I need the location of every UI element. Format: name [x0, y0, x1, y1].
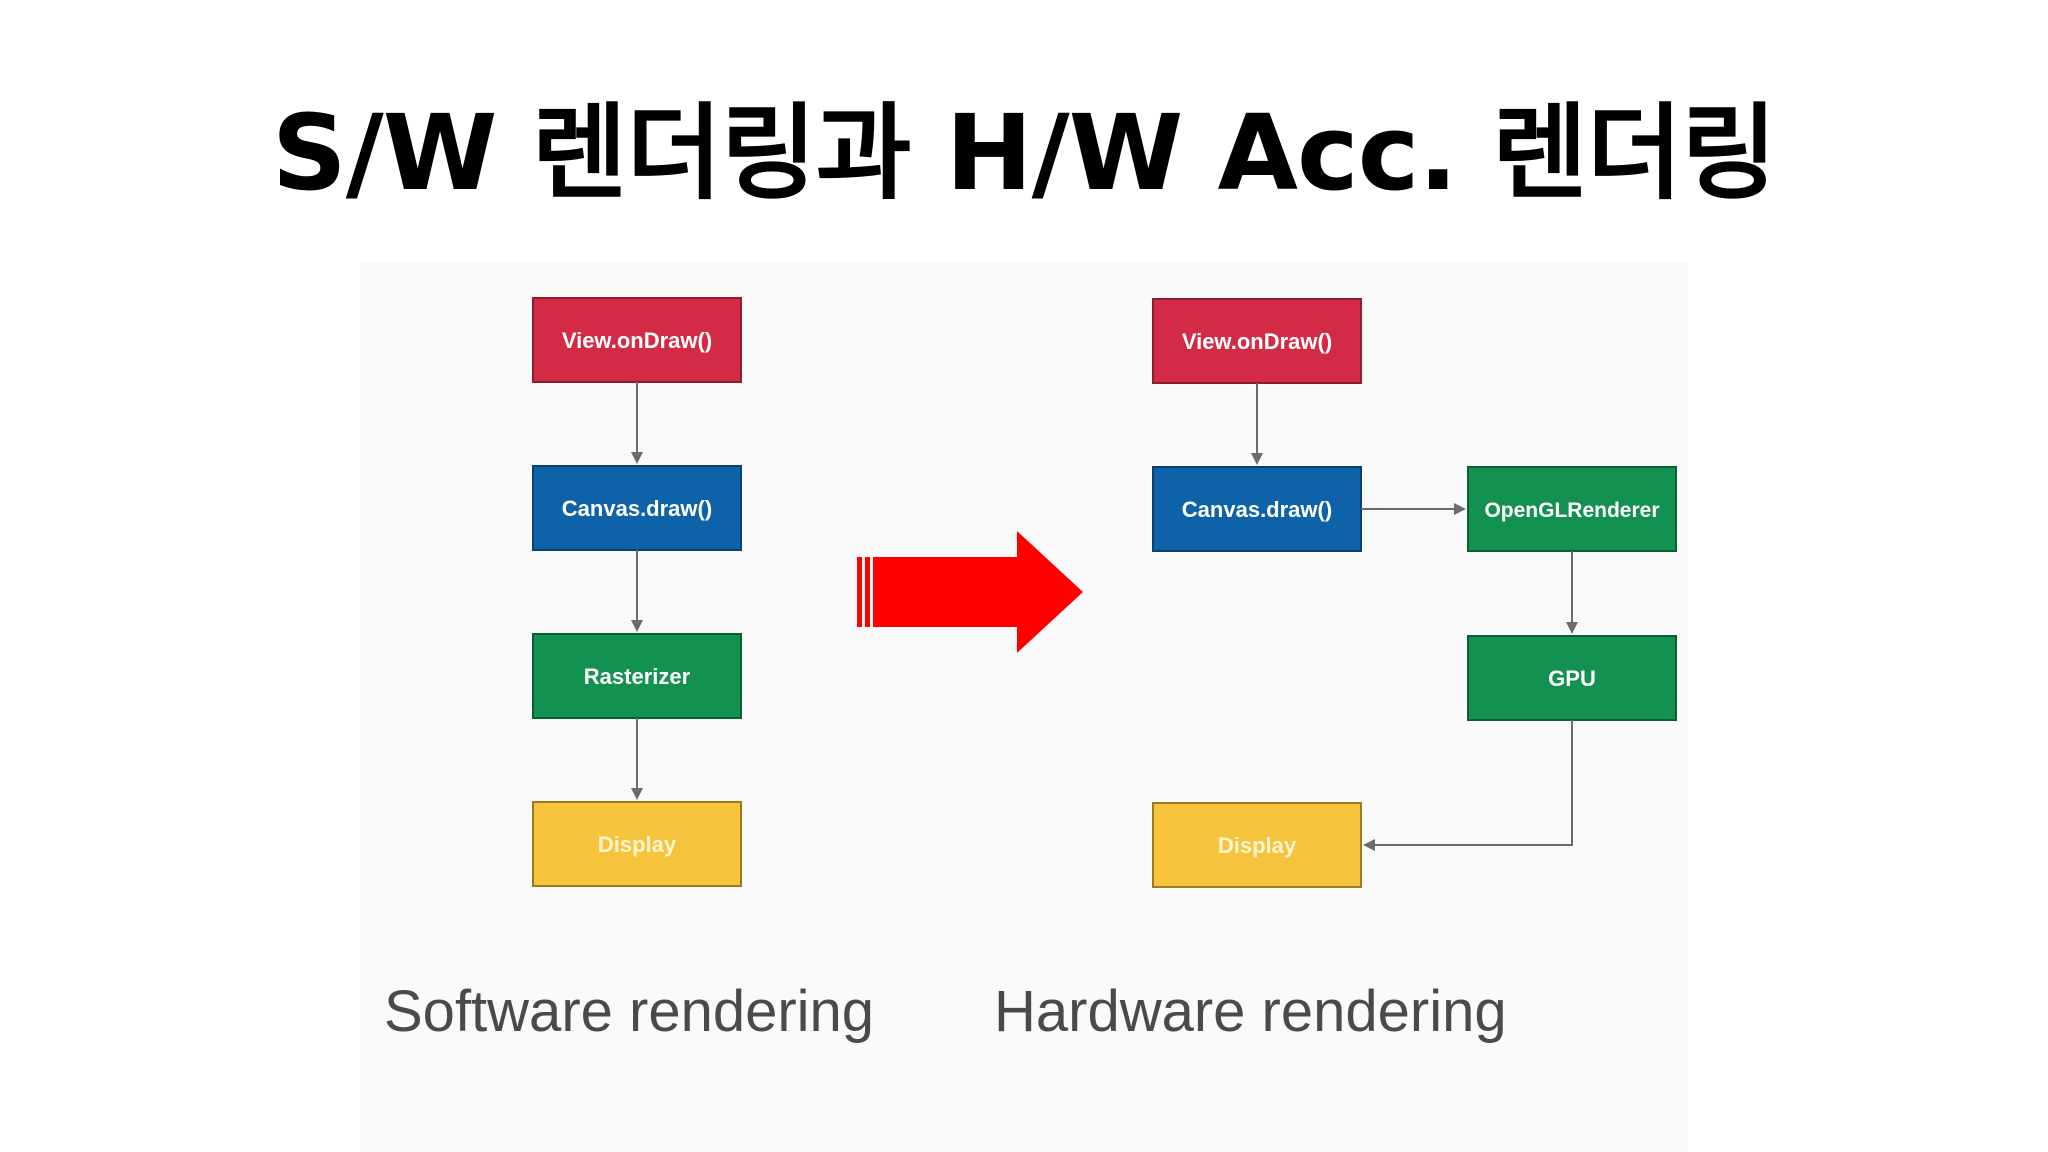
hw-canvas-draw-box [1152, 466, 1362, 552]
hardware-pipeline: View.onDraw() Canvas.draw() OpenGLRender… [1152, 298, 1677, 888]
hw-arrow-4 [1363, 720, 1573, 851]
sw-canvas-draw-label: Canvas.draw() [562, 496, 712, 521]
hw-view-ondraw-label: View.onDraw() [1182, 329, 1332, 354]
sw-display-box [532, 801, 742, 887]
hw-view-ondraw-box [1152, 298, 1362, 384]
right-arrow-icon [857, 531, 1083, 653]
hw-gpu-label: GPU [1548, 666, 1596, 691]
hw-display-label: Display [1218, 833, 1297, 858]
hardware-rendering-caption: Hardware rendering [994, 979, 1507, 1044]
sw-rasterizer-box [532, 633, 742, 719]
software-pipeline: View.onDraw() Canvas.draw() Rasterizer D… [532, 297, 742, 887]
sw-view-ondraw-label: View.onDraw() [562, 328, 712, 353]
sw-canvas-draw-box [532, 465, 742, 551]
sw-display-label: Display [598, 832, 677, 857]
hw-canvas-draw-label: Canvas.draw() [1182, 497, 1332, 522]
slide-title: S/W 렌더링과 H/W Acc. 렌더링 [271, 92, 1777, 214]
hw-opengl-renderer-box [1467, 466, 1677, 552]
software-rendering-caption: Software rendering [384, 979, 875, 1044]
hw-gpu-box [1467, 635, 1677, 721]
hw-opengl-renderer-label: OpenGLRenderer [1484, 499, 1659, 522]
sw-rasterizer-label: Rasterizer [584, 664, 691, 689]
hw-display-box [1152, 802, 1362, 888]
